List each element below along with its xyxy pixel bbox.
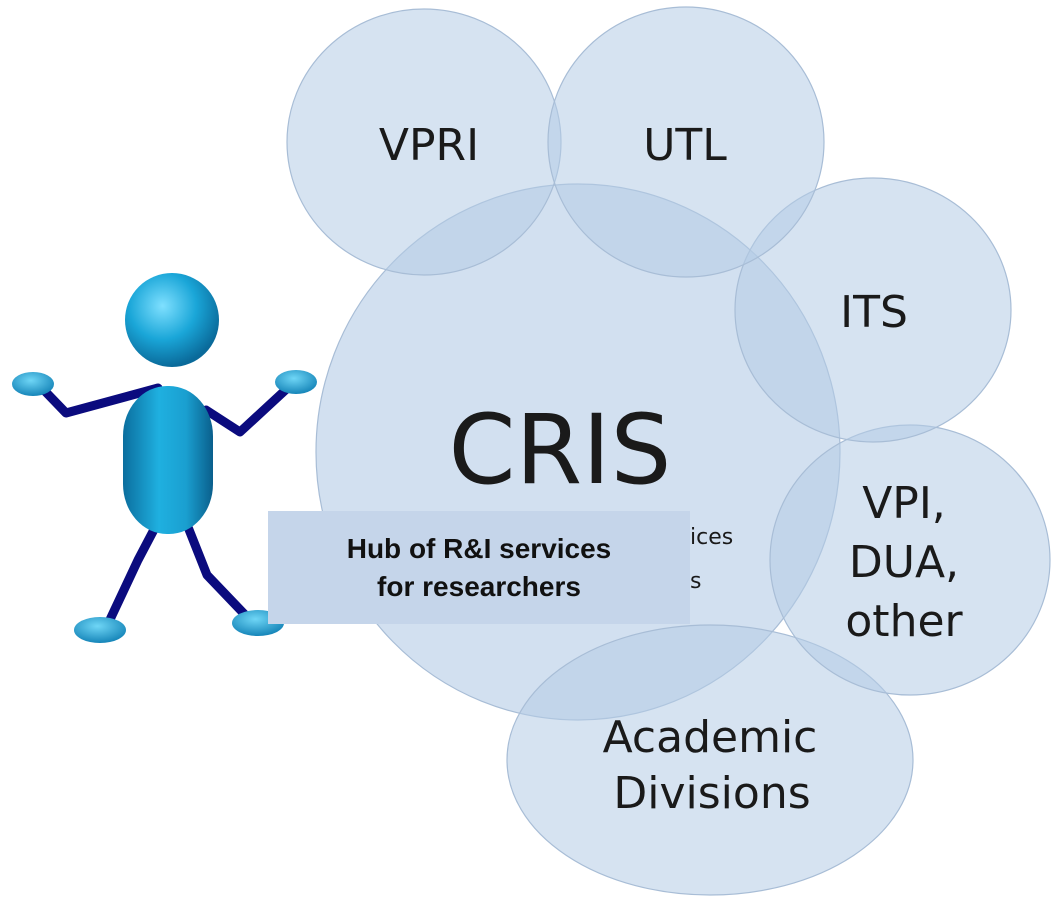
academic-divisions-circle — [506, 624, 914, 896]
vpi-label-line1: VPI, — [862, 478, 946, 529]
hub-partial-text-1: ices — [690, 525, 733, 550]
its-circle — [734, 177, 1012, 443]
utl-label: UTL — [643, 120, 727, 171]
researcher-figure-icon — [12, 273, 317, 643]
vpri-label: VPRI — [379, 120, 479, 171]
utl-circle — [547, 6, 825, 278]
vpi-label-line2: DUA, — [849, 537, 959, 588]
hub-callout: Hub of R&I services for researchers — [268, 511, 690, 624]
vpi-label-line3: other — [845, 596, 963, 647]
its-label: ITS — [840, 287, 908, 338]
hub-partial-text-2: s — [690, 569, 701, 594]
hub-callout-line2: for researchers — [377, 570, 581, 602]
academic-label-line1: Academic — [603, 712, 818, 763]
academic-label-line2: Divisions — [613, 768, 810, 819]
cris-title: CRIS — [449, 394, 672, 506]
hub-callout-line1: Hub of R&I services — [346, 532, 612, 564]
